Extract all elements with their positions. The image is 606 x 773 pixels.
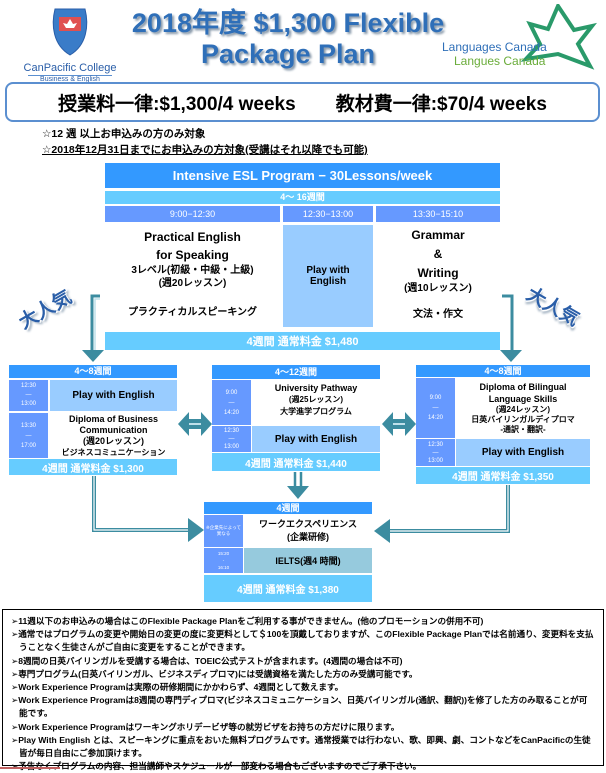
logo-sub: Business & English bbox=[28, 75, 112, 83]
arrow-down-center bbox=[287, 472, 309, 499]
work-time-2: 15:20-16:10 bbox=[204, 548, 243, 573]
university-time-1: 9:00—14:20 bbox=[212, 380, 251, 425]
popular-label-left: 大人気 bbox=[15, 286, 76, 334]
work-course: ワークエクスペリエンス(企業研修) bbox=[259, 519, 357, 542]
esl-time-1: 9:00−12:30 bbox=[105, 206, 280, 222]
arrow-right-to-work bbox=[374, 485, 510, 543]
note-item: ➢Work Experience Programは実際の研修期間にかかわらず、4… bbox=[11, 682, 344, 693]
esl-grammar-course: Grammar&Writing (週10レッスン)文法・作文 bbox=[404, 228, 472, 320]
university-duration: 4〜12週間 bbox=[212, 365, 380, 379]
work-price: 4週間 通常料金 $1,380 bbox=[204, 575, 372, 602]
university-course: University Pathway(週25レッスン)大学進学プログラム bbox=[274, 383, 358, 416]
canpacific-logo: CanPacific College Business & English bbox=[20, 5, 120, 85]
note-item: ➢8週間の日英バイリンガルを受講する場合は、TOEIC公式テストが含まれます。(… bbox=[11, 655, 403, 666]
note-item: ➢11週以下のお申込みの場合はこのFlexible Package Planをご… bbox=[11, 616, 484, 626]
languages-canada-logo: Languages Canada Langues Canada bbox=[440, 4, 600, 76]
university-time-2: 12:30—13:00 bbox=[212, 426, 251, 452]
arrow-down-left bbox=[82, 294, 104, 362]
conditions: ☆12 週 以上お申込みの方のみ対象 ☆2018年12月31日までにお申込みの方… bbox=[42, 128, 368, 156]
footer-divider bbox=[0, 767, 60, 769]
business-time-1: 12:30—13:00 bbox=[9, 380, 48, 411]
bilingual-time-1: 9:00—14:20 bbox=[416, 378, 455, 438]
esl-duration: 4〜 16週間 bbox=[105, 191, 500, 204]
esl-time-2: 12:30−13:00 bbox=[283, 206, 373, 222]
materials-price: 教材費一律:$70/4 weeks bbox=[335, 93, 547, 115]
tuition-price: 授業料一律:$1,300/4 weeks bbox=[58, 93, 296, 115]
note-item: ➢Work Experience Programはワーキングホリデービザ等の就労… bbox=[11, 721, 400, 732]
business-duration: 4〜8週間 bbox=[9, 365, 177, 378]
maple-leaf-icon bbox=[520, 4, 597, 70]
business-time-2: 13:30—17:00 bbox=[9, 413, 48, 458]
esl-play-with-english: Play with English bbox=[283, 225, 373, 327]
flat-price-box: 授業料一律:$1,300/4 weeks 教材費一律:$70/4 weeks bbox=[5, 82, 600, 122]
double-arrow-right bbox=[382, 412, 416, 436]
bilingual-time-2: 12:30—13:00 bbox=[416, 439, 455, 466]
arrow-left-to-work bbox=[92, 476, 204, 542]
bilingual-price: 4週間 通常料金 $1,350 bbox=[416, 467, 590, 484]
double-arrow-left bbox=[178, 412, 212, 436]
university-price: 4週間 通常料金 $1,440 bbox=[212, 453, 380, 471]
popular-label-right: 大人気 bbox=[522, 283, 583, 331]
work-time-1: ※企業先によって異なる bbox=[204, 515, 243, 547]
ielts-course: IELTS(週4 時間) bbox=[244, 548, 372, 573]
note-item: ➢専門プログラム(日英バイリンガル、ビジネスディプロマ)には受講資格を満たした方… bbox=[11, 668, 418, 679]
arrow-down-right bbox=[500, 294, 522, 362]
university-play-with-english: Play with English bbox=[252, 426, 380, 452]
work-duration: 4週間 bbox=[204, 502, 372, 514]
business-price: 4週間 通常料金 $1,300 bbox=[9, 459, 177, 475]
note-item: ➢Work Experience Programは8週間の専門ディプロマ(ビジネ… bbox=[11, 695, 588, 719]
crest-icon bbox=[52, 8, 88, 56]
note-item: ➢予告なくプログラムの内容、担当講師やスケジュールが一部変わる場合もございますの… bbox=[11, 761, 422, 772]
terms-notes: ➢11週以下のお申込みの場合はこのFlexible Package Planをご… bbox=[2, 609, 604, 771]
note-item: ➢Play With English とは、スピーキングに重点をおいた無料プログ… bbox=[11, 734, 591, 759]
esl-price: 4週間 通常料金 $1,480 bbox=[105, 332, 500, 350]
esl-time-3: 13:30−15:10 bbox=[376, 206, 500, 222]
logo-name: CanPacific College bbox=[23, 62, 117, 74]
esl-title: Intensive ESL Program − 30Lessons/week bbox=[105, 163, 500, 188]
bilingual-duration: 4〜8週間 bbox=[416, 365, 590, 377]
bilingual-play-with-english: Play with English bbox=[456, 439, 590, 466]
business-play-with-english: Play with English bbox=[50, 380, 177, 411]
note-item: ➢通常ではプログラムの変更や開始日の変更の度に変更料として＄100を頂戴しており… bbox=[11, 629, 594, 653]
